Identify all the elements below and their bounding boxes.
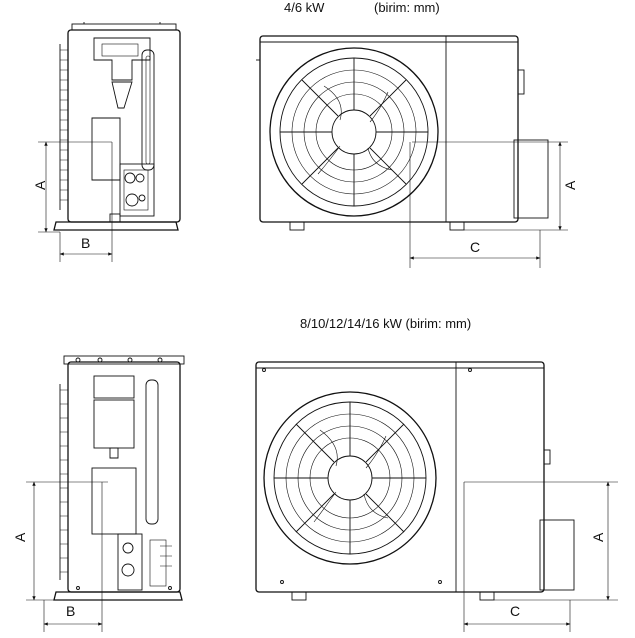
large-side-dim-a-label: A — [12, 532, 28, 542]
small-side-dim-b-label: B — [81, 235, 90, 251]
large-side-dim-b-label: B — [66, 603, 75, 619]
bottom-model-caption: 8/10/12/14/16 kW (birim: mm) — [300, 316, 472, 331]
small-front-dim-c-label: C — [470, 239, 480, 255]
large-front-dim-a-label: A — [590, 532, 606, 542]
top-model-caption: 4/6 kW — [284, 0, 325, 15]
small-unit-side-view: A B — [32, 22, 181, 262]
small-unit-front-view: A C — [256, 35, 578, 268]
top-unit-caption: (birim: mm) — [374, 0, 440, 15]
large-front-dim-c-label: C — [510, 603, 520, 619]
small-side-dim-a-label: A — [32, 180, 48, 190]
small-front-dim-a-label: A — [562, 180, 578, 190]
large-unit-side-view: A B — [12, 355, 185, 632]
large-unit-front-view: A C — [255, 361, 618, 632]
